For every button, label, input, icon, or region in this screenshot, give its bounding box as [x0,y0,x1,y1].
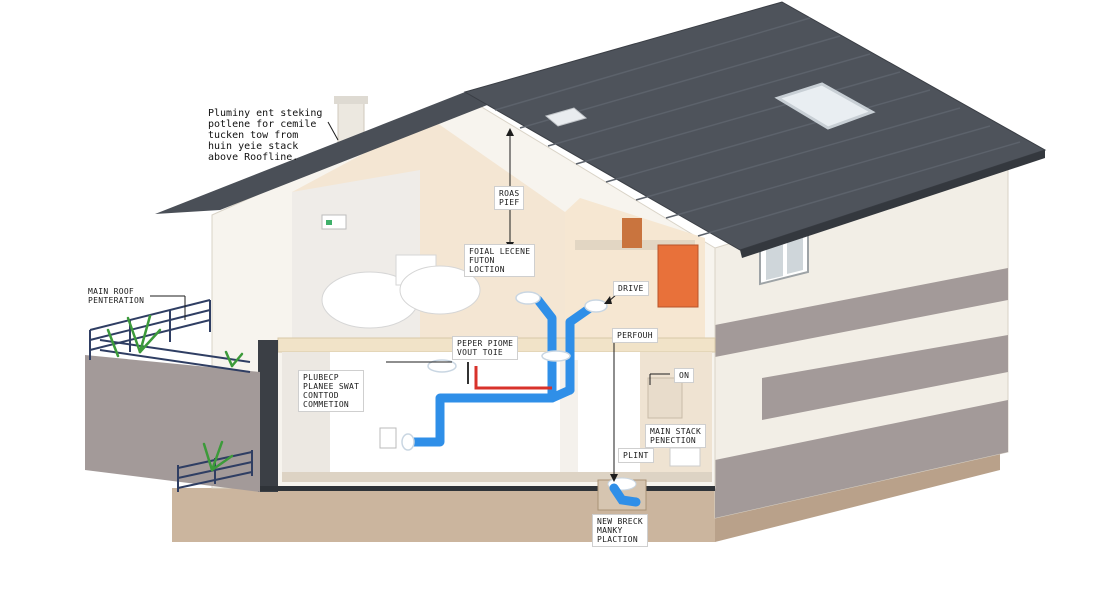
hot-water-line [474,366,552,390]
roof-shingle-lines [494,17,1021,237]
retaining-wall [85,355,260,492]
label-drain-connection: PLUBECP PLANEE SWAT CONTTOD COMMETION [298,370,365,412]
label-plint: PLINT [618,448,654,463]
wall-switch-light [326,220,332,225]
label-drive: DRIVE [613,281,649,296]
roof-vent [544,107,588,127]
lower-room-floor [282,472,712,482]
label-main-stack: MAIN STACK PENECTION [645,424,707,448]
sink-fixture [399,265,481,315]
label-on: ON [674,368,695,383]
label-top-note: Pluminy ent steking potlene for cemile t… [208,108,323,163]
side-wall-stripe-top [715,268,1008,357]
label-sewer-exit: NEW BRECK MANKY PLACTION [592,514,649,547]
label-vent-top: ROAS PIEF [494,186,525,210]
label-bath-fixture: FOIAL LECENE FUTON LOCTION [464,244,536,277]
wall-switch [321,214,347,230]
side-wall-stripe-bottom [715,400,1008,518]
label-upper-mid: PERFOUH [612,328,658,343]
pipe-fittings [401,291,608,451]
utility-box [647,377,683,419]
label-vent-tree: PEPER PIOME VOUT TOIE [452,336,519,360]
skylight [774,82,876,130]
base-line [258,486,715,491]
roof [155,92,500,214]
arrow-head-stack [610,474,618,482]
arrow-head-drive [604,296,612,304]
foundation-slab [172,488,715,542]
door-panel [657,244,699,308]
small-fixture [669,447,701,467]
label-main-roof-penetration: MAIN ROOF PENTERATION [88,287,145,305]
upper-railing [89,299,251,373]
plants [106,314,244,472]
side-wall-stripe-mid [762,335,1008,420]
cabinet [622,218,642,248]
roof-fascia [740,150,1045,258]
arrow-head-top [506,128,514,136]
sewer-pipe [609,483,641,507]
cut-edge [258,340,278,492]
wall-outlet [379,427,397,449]
